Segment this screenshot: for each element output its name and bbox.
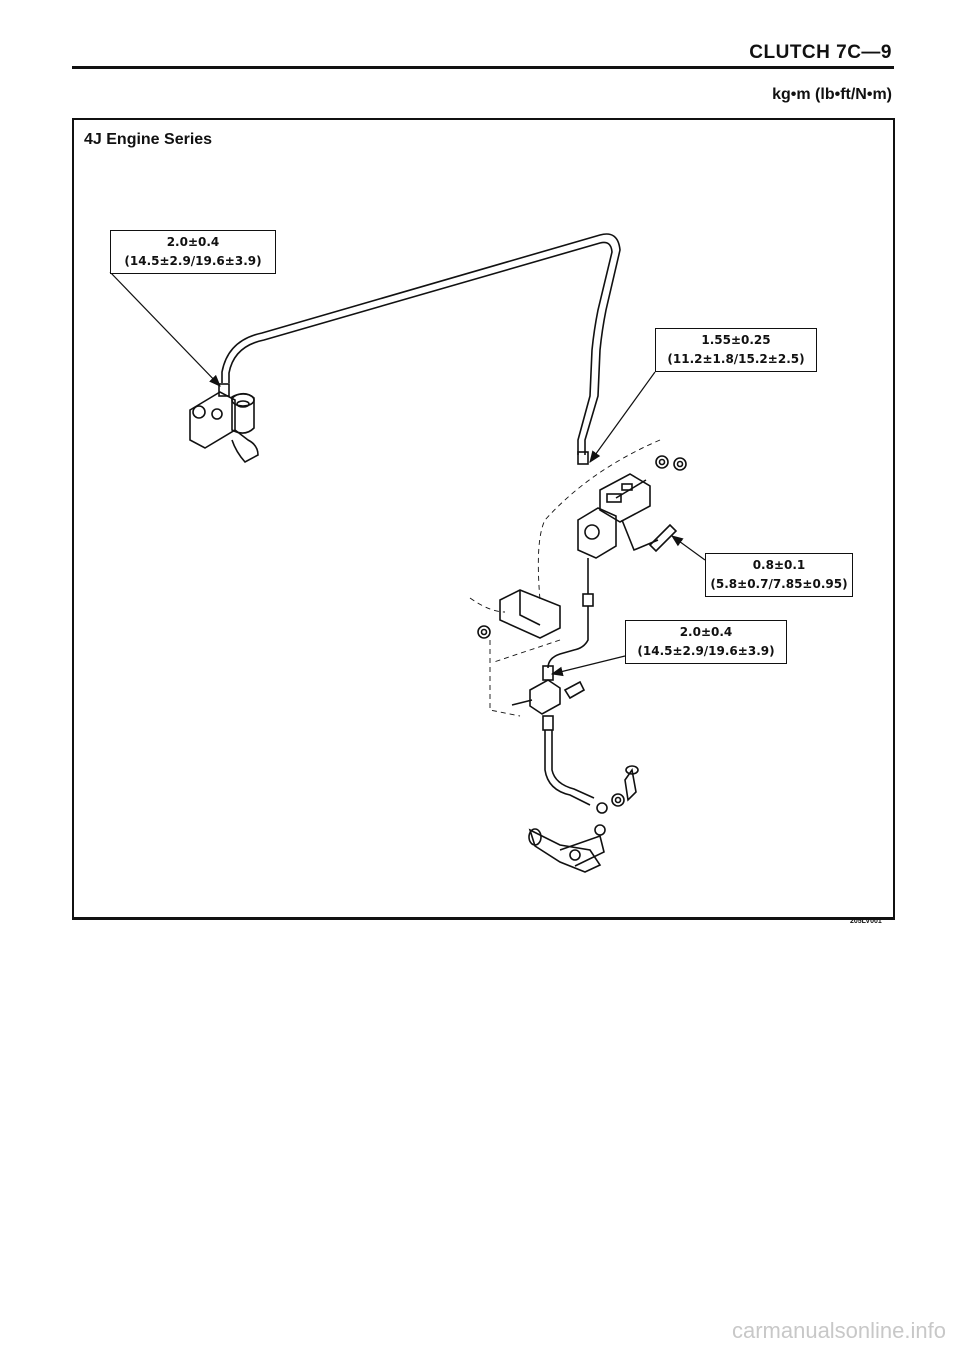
diagram-title: 4J Engine Series [84,131,213,148]
figure-code: 205LV001 [850,918,882,925]
slave-cylinder [528,765,639,873]
clutch-pipe-main [221,233,621,455]
header-rule [72,66,894,69]
torque-spec-master-cylinder-pipe: 2.0±0.4 (14.5±2.9/19.6±3.9) [110,230,276,274]
spec-conversion: (14.5±2.9/19.6±3.9) [124,254,262,268]
torque-spec-damper-bolt: 0.8±0.1 (5.8±0.7/7.85±0.95) [705,553,853,597]
pipe-union-lower [542,665,554,681]
clutch-damper-block [577,455,687,559]
spec-value: 0.8±0.1 [752,558,806,572]
spec-value: 2.0±0.4 [679,625,733,639]
spec-conversion: (5.8±0.7/7.85±0.95) [710,577,848,591]
torque-spec-pipe-union: 1.55±0.25 (11.2±1.8/15.2±2.5) [655,328,817,372]
spec-value: 1.55±0.25 [701,333,771,347]
leader-spec-2 [589,371,656,463]
spec-conversion: (11.2±1.8/15.2±2.5) [667,352,805,366]
spec-value: 2.0±0.4 [166,235,220,249]
torque-spec-hose-union: 2.0±0.4 (14.5±2.9/19.6±3.9) [625,620,787,664]
clutch-pipe-main-inner [228,241,613,455]
mounting-bracket [477,589,561,639]
leader-spec-3 [671,535,706,561]
pipe-union-middle [582,593,594,607]
hose-bracket [529,679,561,715]
leader-spec-4 [550,655,626,677]
flexible-hose-lower [544,730,591,806]
pipe-union-upper [577,451,589,465]
watermark: carmanualsonline.info [731,1318,946,1343]
flexible-hose-upper [547,606,589,669]
torque-units: kg•m (lb•ft/N•m) [772,86,892,103]
leader-spec-1 [109,271,221,387]
master-cylinder [189,383,259,464]
diagram-frame [72,118,895,920]
page-header-title: CLUTCH 7C—9 [749,42,892,63]
spec-conversion: (14.5±2.9/19.6±3.9) [637,644,775,658]
